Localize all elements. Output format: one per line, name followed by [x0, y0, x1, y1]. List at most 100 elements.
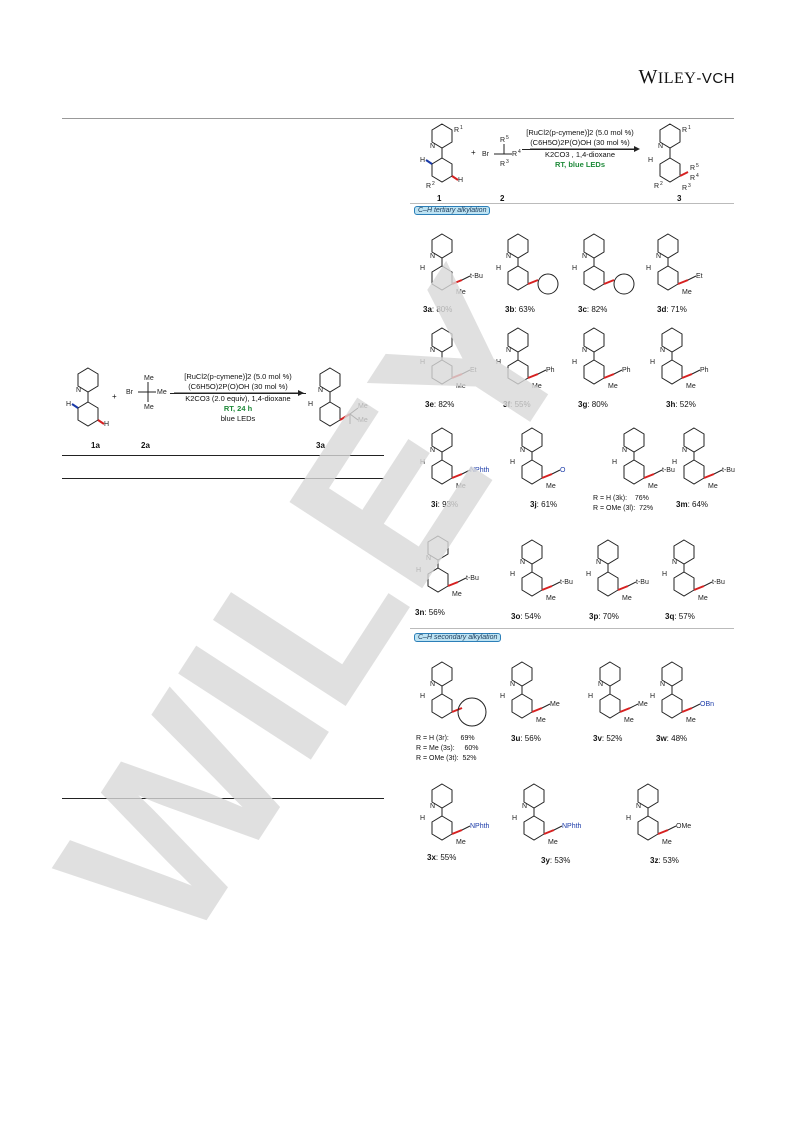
svg-text:N: N — [656, 253, 661, 260]
svg-text:N: N — [582, 253, 587, 260]
svg-text:R: R — [426, 183, 431, 190]
section-tag-secondary: C–H secondary alkylation — [414, 633, 502, 642]
svg-text:H: H — [510, 459, 515, 466]
svg-text:N: N — [622, 447, 627, 454]
compound-3d: 3d: 71% — [657, 305, 687, 314]
svg-text:R: R — [690, 165, 695, 172]
svg-text:R: R — [654, 183, 659, 190]
svg-text:H: H — [308, 401, 313, 408]
svg-text:N: N — [522, 803, 527, 810]
svg-text:H: H — [66, 401, 71, 408]
svg-text:N: N — [430, 143, 435, 150]
left-conditions: [RuCl2(p-cymene)]2 (5.0 mol %) (C6H5O)2P… — [170, 372, 306, 424]
svg-text:Me: Me — [358, 417, 368, 424]
svg-text:N: N — [510, 681, 515, 688]
svg-text:2: 2 — [432, 181, 435, 187]
svg-text:N: N — [506, 347, 511, 354]
compound-3p: 3p: 70% — [589, 612, 619, 621]
label-1a: 1a — [91, 441, 100, 450]
right-arrow — [530, 146, 640, 152]
svg-text:Me: Me — [624, 717, 634, 724]
svg-text:Me: Me — [546, 595, 556, 602]
svg-text:Me: Me — [638, 701, 648, 708]
svg-text:Me: Me — [708, 483, 718, 490]
svg-text:t-Bu: t-Bu — [560, 579, 573, 586]
compound-3o: 3o: 54% — [511, 612, 541, 621]
svg-text:Me: Me — [144, 404, 154, 411]
svg-text:H: H — [496, 359, 501, 366]
svg-text:O: O — [560, 467, 566, 474]
compound-3c: 3c: 82% — [578, 305, 608, 314]
left-substrate-1a: N H H — [66, 367, 109, 428]
compound-3z: 3z: 53% — [650, 856, 679, 865]
scheme-divider — [410, 203, 734, 204]
svg-text:t-Bu: t-Bu — [712, 579, 725, 586]
svg-text:Me: Me — [686, 717, 696, 724]
svg-text:R: R — [690, 175, 695, 182]
label-3a: 3a — [316, 441, 325, 450]
compound-3a: 3a: 80% — [423, 305, 453, 314]
svg-text:N: N — [430, 347, 435, 354]
svg-text:Br: Br — [482, 151, 490, 158]
svg-text:H: H — [104, 421, 109, 428]
svg-text:N: N — [660, 347, 665, 354]
svg-text:Me: Me — [157, 389, 167, 396]
label-1: 1 — [437, 194, 442, 203]
svg-text:3: 3 — [506, 159, 509, 165]
svg-text:t-Bu: t-Bu — [662, 467, 675, 474]
svg-text:Me: Me — [456, 383, 466, 390]
svg-text:NPhth: NPhth — [470, 467, 490, 474]
svg-text:N: N — [636, 803, 641, 810]
svg-text:N: N — [520, 559, 525, 566]
plus-sign: + — [112, 392, 117, 401]
svg-text:H: H — [572, 265, 577, 272]
left-arrow — [174, 390, 304, 396]
svg-text:Me: Me — [698, 595, 708, 602]
svg-text:1: 1 — [688, 125, 691, 131]
svg-text:t-Bu: t-Bu — [636, 579, 649, 586]
compound-3q: 3q: 57% — [665, 612, 695, 621]
svg-text:H: H — [510, 571, 515, 578]
svg-text:N: N — [520, 447, 525, 454]
svg-text:Me: Me — [648, 483, 658, 490]
compound-3v: 3v: 52% — [593, 734, 623, 743]
svg-text:Me: Me — [452, 591, 462, 598]
svg-text:Me: Me — [550, 701, 560, 708]
svg-text:R: R — [682, 185, 687, 192]
svg-text:NPhth: NPhth — [470, 823, 490, 830]
section-tag-tertiary: C–H tertiary alkylation — [414, 206, 491, 215]
svg-text:N: N — [682, 447, 687, 454]
svg-text:H: H — [420, 693, 425, 700]
structure-16: NH — [420, 661, 487, 727]
svg-text:N: N — [430, 803, 435, 810]
svg-text:N: N — [672, 559, 677, 566]
svg-text:t-Bu: t-Bu — [466, 575, 479, 582]
compound-3h: 3h: 52% — [666, 400, 696, 409]
svg-text:N: N — [318, 387, 323, 394]
svg-text:Me: Me — [546, 483, 556, 490]
svg-text:Et: Et — [696, 273, 703, 280]
table-rule-3 — [62, 798, 384, 799]
svg-text:3: 3 — [688, 183, 691, 189]
svg-text:H: H — [612, 459, 617, 466]
compound-3n: 3n: 56% — [415, 608, 445, 617]
compound-3m: 3m: 64% — [676, 500, 709, 509]
table-rule-2 — [62, 478, 384, 479]
svg-text:N: N — [430, 253, 435, 260]
svg-text:Me: Me — [686, 383, 696, 390]
svg-text:N: N — [582, 347, 587, 354]
svg-text:Me: Me — [456, 483, 466, 490]
svg-text:H: H — [496, 265, 501, 272]
